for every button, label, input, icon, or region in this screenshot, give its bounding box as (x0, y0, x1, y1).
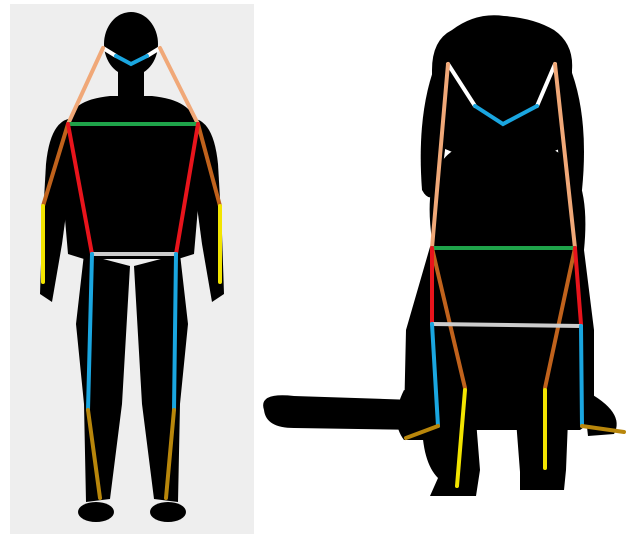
human-left-leg-shape (76, 254, 130, 502)
dog-hip-line (432, 324, 581, 326)
dog-silhouette (263, 15, 617, 496)
dog-panel (254, 0, 635, 537)
human-figure (10, 4, 254, 534)
dog-right-front-leg-shape (516, 420, 568, 490)
human-silhouette (40, 12, 224, 522)
human-head-shape (104, 12, 158, 76)
human-left-foot-shape (78, 502, 114, 522)
human-neck-shape (118, 68, 144, 96)
dog-head-shape (432, 15, 572, 160)
human-right-foot-shape (150, 502, 186, 522)
human-right-thigh (174, 254, 176, 410)
dog-right-thigh (581, 326, 582, 426)
human-right-leg-shape (134, 254, 188, 502)
human-panel (10, 4, 254, 534)
dog-figure (254, 0, 635, 537)
